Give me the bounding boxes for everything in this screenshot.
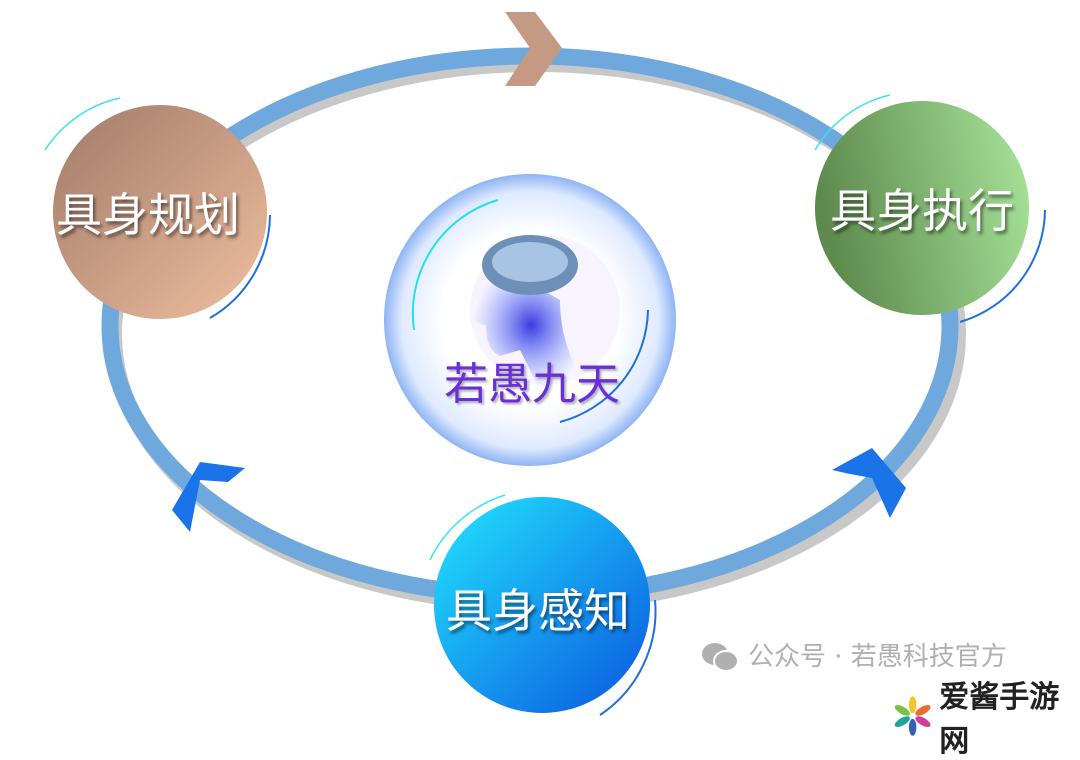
- arrow-up-right-icon: [832, 448, 906, 518]
- perception-label: 具身感知: [446, 584, 630, 638]
- execution-circle: [815, 101, 1029, 315]
- center-label: 若愚九天: [444, 359, 620, 410]
- arrow-up-left-icon: [172, 462, 245, 532]
- wechat-icon: [702, 643, 739, 672]
- planning-label: 具身规划: [56, 188, 240, 242]
- watermark: 公众号 · 若愚科技官方: [700, 640, 1007, 674]
- cycle-diagram: [44, 12, 1046, 716]
- arrow-right-icon: [505, 12, 562, 86]
- planning-circle: [53, 105, 267, 319]
- execution-label: 具身执行: [830, 184, 1014, 238]
- flower-icon: [894, 695, 931, 736]
- perception-circle: [434, 497, 650, 713]
- site-logo: 爱酱手游网: [892, 680, 1080, 759]
- ai-head-icon: [470, 235, 620, 390]
- logo-text: 爱酱手游网: [939, 679, 1060, 759]
- watermark-text: 公众号 · 若愚科技官方: [748, 642, 1007, 672]
